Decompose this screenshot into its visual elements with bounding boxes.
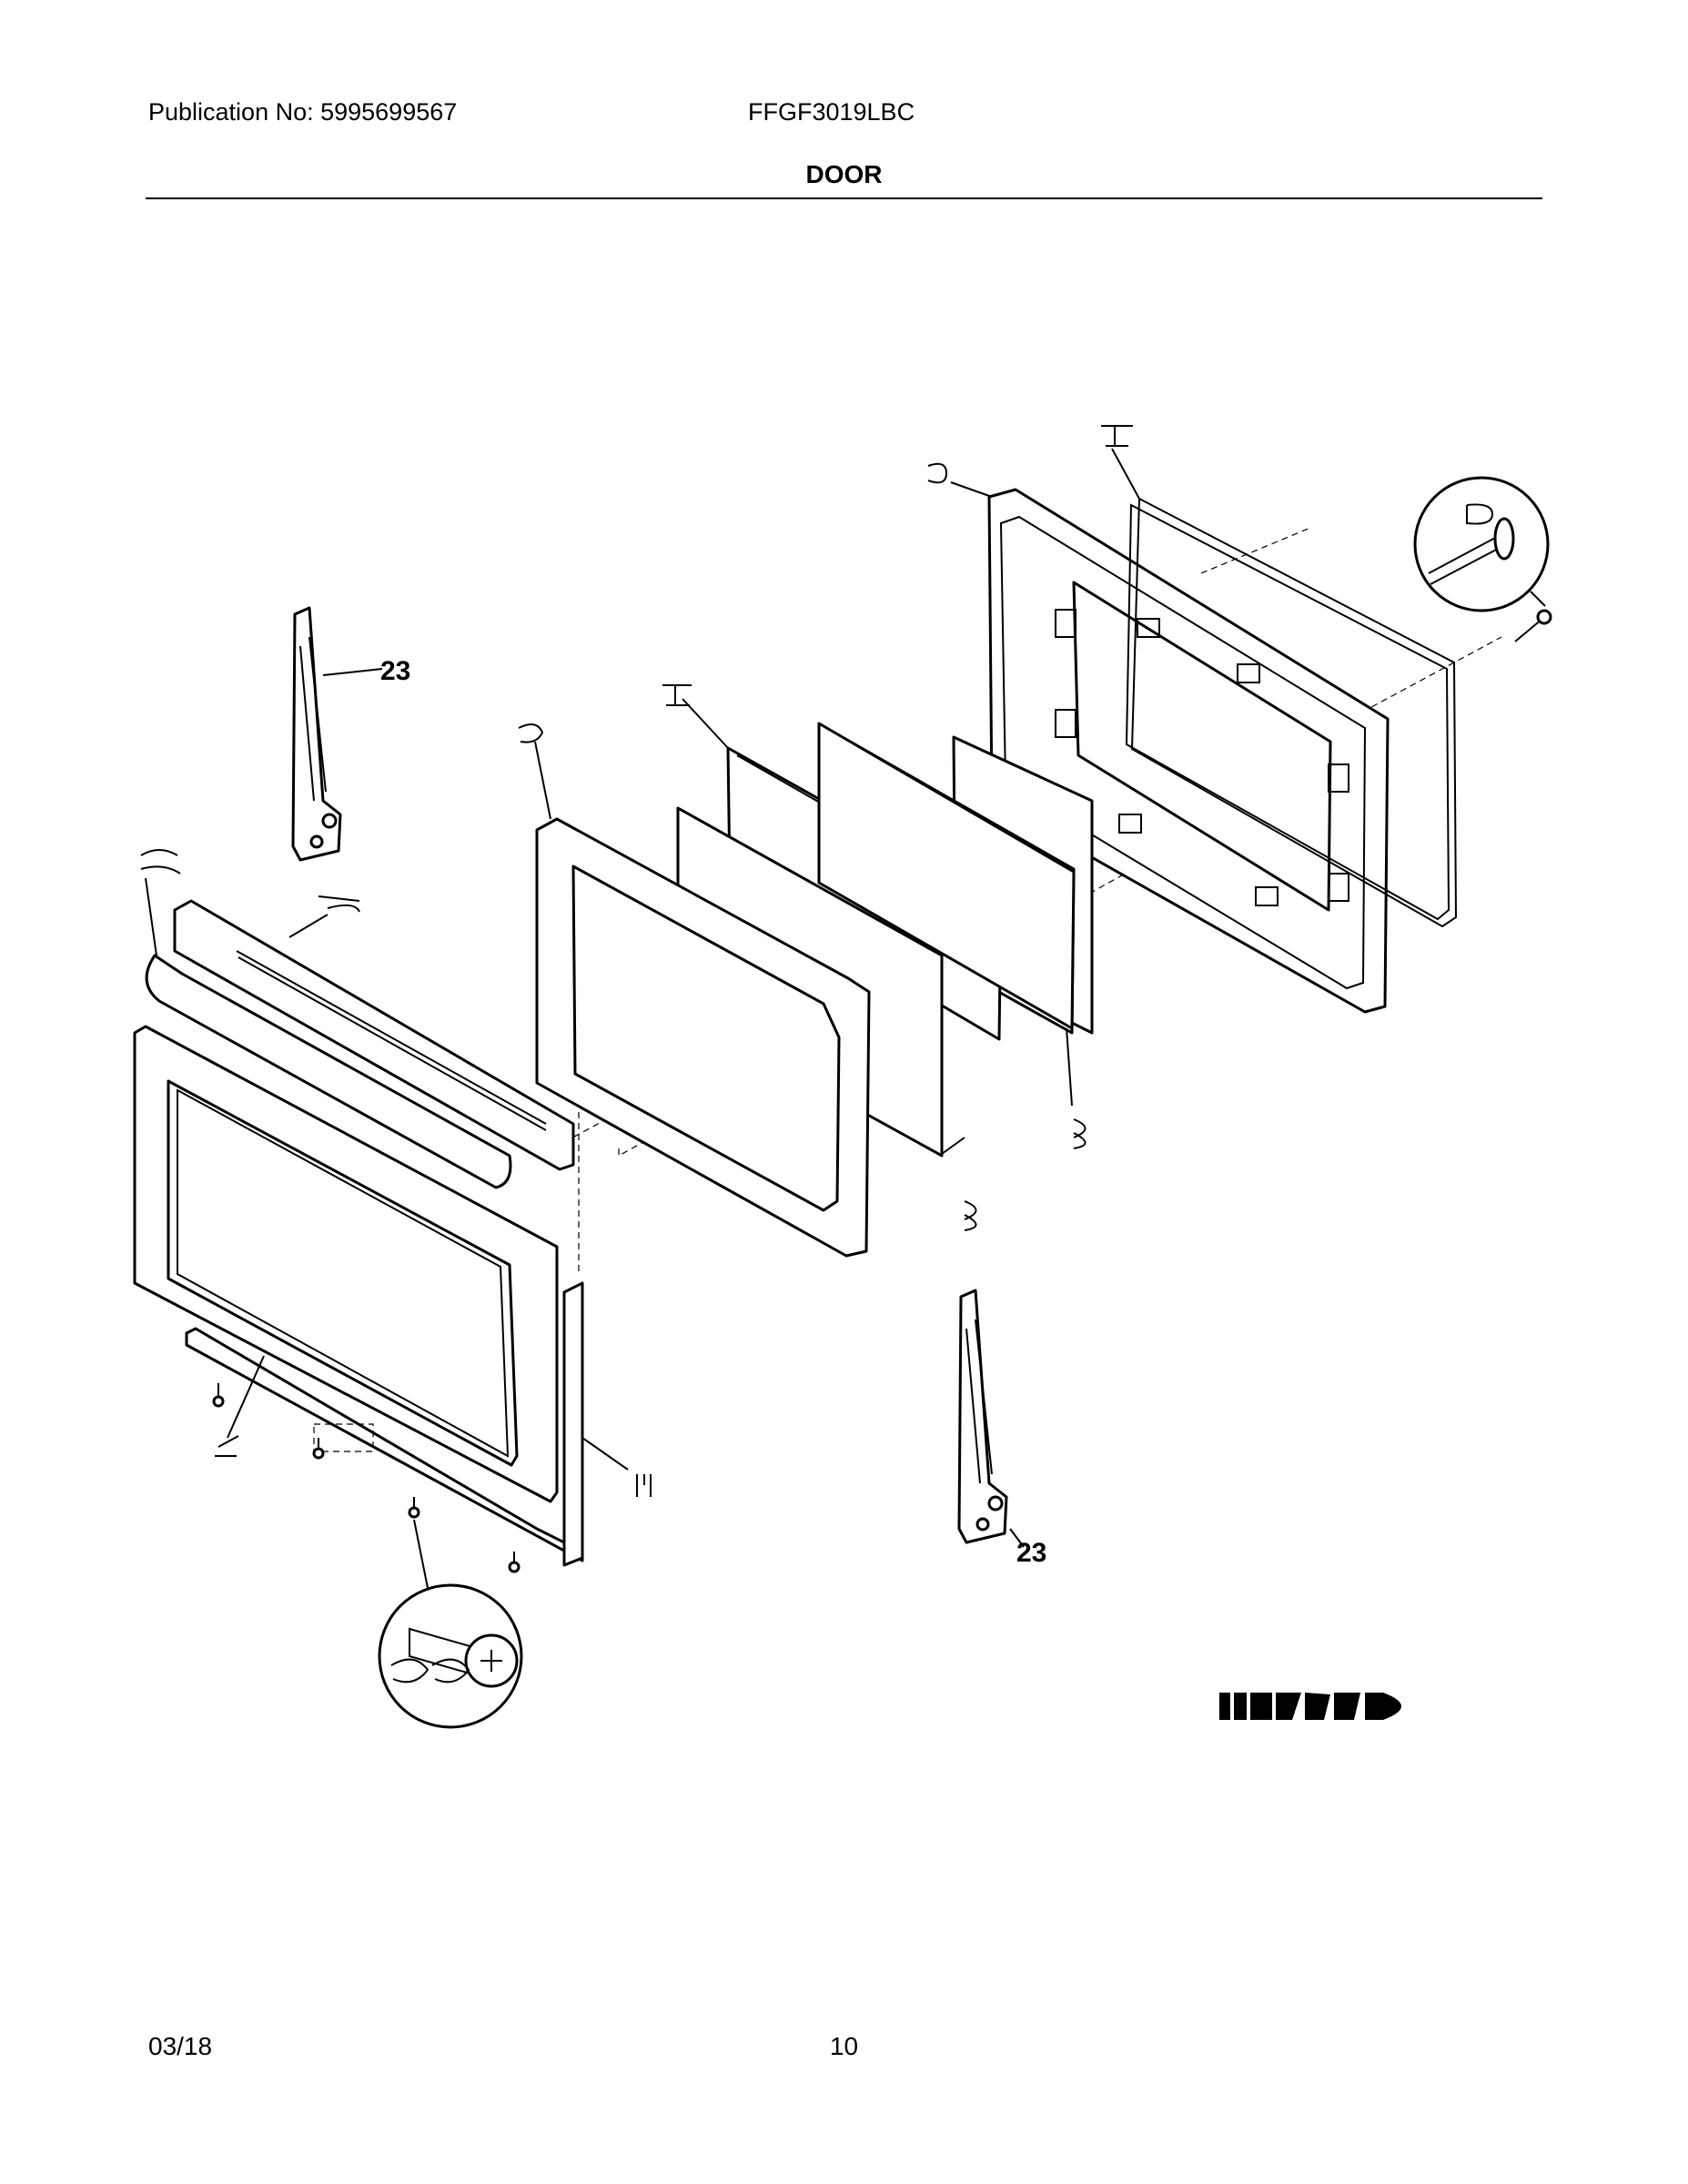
hinge-bottom [957,1289,1008,1544]
header-divider [146,197,1542,199]
callout-23-bottom: 23 [1016,1538,1046,1568]
callout-23-top: 23 [380,656,410,686]
door-inner-frame [535,817,871,1258]
door-bottom-trim [185,1281,584,1567]
model-number: FFGF3019LBC [748,98,915,126]
footer-page-number: 10 [829,2032,859,2060]
footer-date: 03/18 [148,2032,213,2060]
liner-brackets [1055,609,1349,906]
door-top-trim [173,899,575,1171]
outer-door-panel [133,1025,559,1503]
diagram-code-stamp [1219,1693,1401,1720]
garbled-callout-glyphs [140,425,1494,1684]
leader-lines [145,448,1140,1548]
door-screws [212,1383,521,1573]
hinge-top [291,606,342,862]
door-handle [145,954,512,1189]
section-title: DOOR [805,160,883,188]
publication-number: Publication No: 5995699567 [148,98,458,126]
door-gasket [1125,497,1458,928]
screw-detail-bottom-callout [378,1519,523,1729]
screw-detail-callout [1413,476,1552,642]
